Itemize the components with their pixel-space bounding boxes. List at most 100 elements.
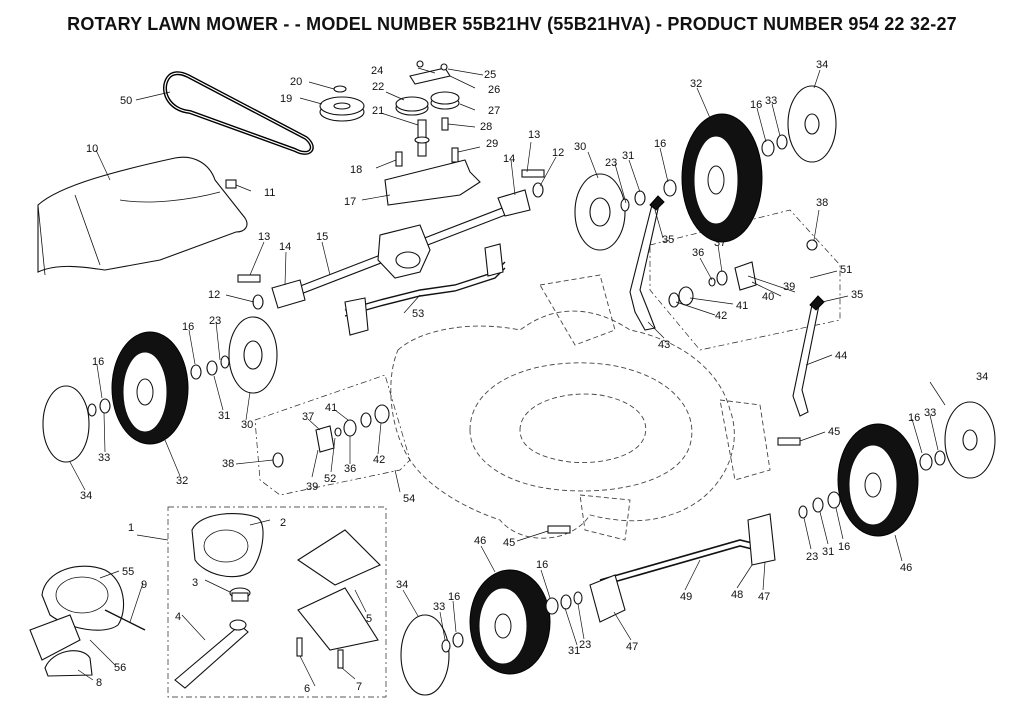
washers-right (798, 450, 946, 519)
diagram-title: ROTARY LAWN MOWER - - MODEL NUMBER 55B21… (67, 14, 957, 34)
callout-36-top: 36 (692, 247, 704, 259)
callout-16-bottom-a: 16 (536, 559, 548, 571)
assembly-box-51 (649, 209, 841, 351)
callout-32-left: 32 (176, 475, 188, 487)
nut-20 (333, 85, 347, 93)
callout-31-top: 31 (622, 150, 634, 162)
callout-12-right: 12 (552, 147, 564, 159)
screw-11 (225, 179, 237, 189)
grip-35-lower (809, 295, 825, 311)
callout-21: 21 (372, 105, 384, 117)
callout-13-right: 13 (528, 129, 540, 141)
washers-left (87, 355, 230, 417)
callout-41-top: 41 (736, 300, 748, 312)
adjuster-54-parts (272, 404, 390, 468)
callout-45-right: 45 (828, 426, 840, 438)
wheel-46-bottom (469, 569, 551, 675)
callout-48: 48 (731, 589, 743, 601)
callout-39-left: 39 (306, 481, 318, 493)
callout-29: 29 (486, 138, 498, 150)
bolt-25 (440, 63, 448, 71)
callout-30-top: 30 (574, 141, 586, 153)
shaft-21 (414, 119, 430, 157)
assembly-box-1 (167, 506, 387, 698)
knob-3 (229, 587, 251, 602)
mower-deck (390, 274, 771, 541)
callout-25: 25 (484, 69, 496, 81)
callout-9: 9 (141, 579, 147, 591)
bracket-17 (384, 159, 481, 206)
callout-34-upper-right: 34 (816, 59, 828, 71)
callout-16-top: 16 (654, 138, 666, 150)
callout-10: 10 (86, 143, 98, 155)
callout-42-left: 42 (373, 454, 385, 466)
bolt-45-bottom (547, 525, 571, 534)
belt-cover-10 (37, 156, 248, 276)
callout-39-top: 39 (783, 281, 795, 293)
callout-20: 20 (290, 76, 302, 88)
rod-9 (104, 609, 146, 631)
callout-36-left: 36 (344, 463, 356, 475)
clip-8 (44, 650, 93, 677)
bolt-13-left (237, 274, 261, 283)
callout-11: 11 (264, 187, 275, 199)
hubcap-34-left (42, 385, 90, 463)
wheel-32-upper-right (681, 113, 763, 243)
callout-30-left: 30 (241, 419, 253, 431)
callout-34-right: 34 (976, 371, 988, 383)
wheel-cover-30-left (228, 316, 278, 394)
wheel-32-left (111, 331, 189, 445)
callout-19: 19 (280, 93, 292, 105)
callout-23-bottom: 23 (579, 639, 591, 651)
bolt-29 (451, 147, 459, 163)
callout-14-right: 14 (503, 153, 515, 165)
callout-23-right: 23 (806, 551, 818, 563)
callout-16-right-a: 16 (908, 412, 920, 424)
callout-41-left: 41 (325, 402, 337, 414)
bearing-14-right (497, 189, 531, 217)
flap-56 (29, 614, 81, 661)
bearing-14-left (271, 279, 306, 309)
bolt-24 (416, 60, 424, 68)
callout-5: 5 (366, 613, 372, 625)
callout-16-bottom-b: 16 (448, 591, 460, 603)
callout-43: 43 (658, 339, 670, 351)
screw-6 (296, 637, 303, 657)
callout-1: 1 (128, 522, 134, 534)
drive-belt (162, 71, 314, 155)
callout-49: 49 (680, 591, 692, 603)
callout-44: 44 (835, 350, 847, 362)
callout-31-left: 31 (218, 410, 230, 422)
height-rod-53 (344, 243, 506, 336)
pulley-27 (430, 91, 460, 110)
callout-18: 18 (350, 164, 362, 176)
rear-axle-49 (599, 539, 761, 587)
bracket-47 (589, 574, 626, 623)
callout-33-upper-right: 33 (765, 95, 777, 107)
callout-16-right-b: 16 (838, 541, 850, 553)
lever-43 (629, 198, 661, 331)
adjuster-51-parts (668, 239, 818, 308)
callout-4: 4 (175, 611, 181, 623)
plate-5-upper (296, 529, 381, 586)
callout-47-bottom: 47 (626, 641, 638, 653)
callout-56: 56 (114, 662, 126, 674)
callout-3: 3 (192, 577, 198, 589)
pulley-22 (395, 96, 429, 116)
hubcap-34-upper-right (787, 85, 837, 163)
callout-numbers: 50 10 11 20 19 21 22 24 25 26 27 28 29 1… (80, 59, 988, 695)
callout-33-bottom: 33 (433, 601, 445, 613)
callout-26: 26 (488, 84, 500, 96)
callout-32-top: 32 (690, 78, 702, 90)
bolt-45-right (777, 437, 801, 446)
callout-37-left: 37 (302, 411, 314, 423)
callout-6: 6 (304, 683, 310, 695)
lever-44 (792, 298, 821, 417)
callout-2: 2 (280, 517, 286, 529)
callout-33-left: 33 (98, 452, 110, 464)
deflector-55 (41, 565, 125, 631)
callout-35-top: 35 (662, 234, 674, 246)
callout-23-left: 23 (209, 315, 221, 327)
callout-47-right: 47 (758, 591, 770, 603)
pulley-19 (319, 96, 365, 122)
